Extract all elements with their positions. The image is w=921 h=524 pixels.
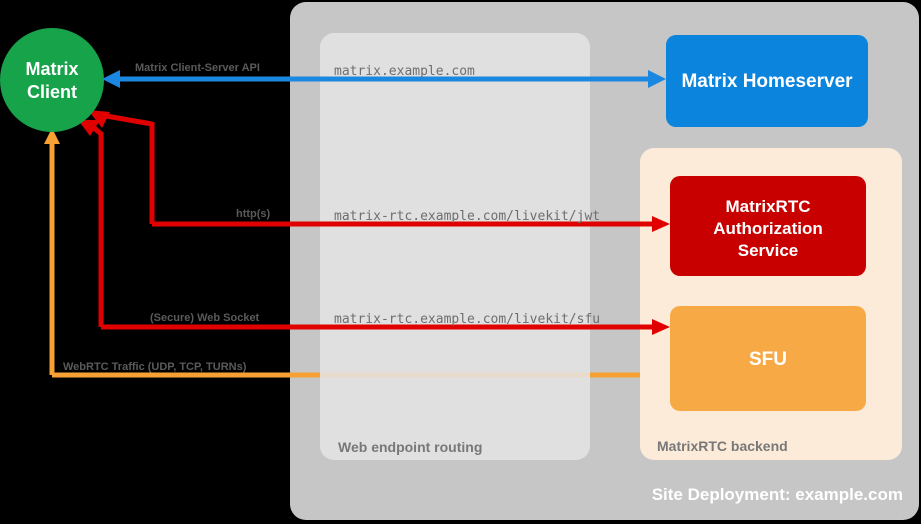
route-label-livekit-sfu: matrix-rtc.example.com/livekit/sfu	[334, 312, 600, 327]
edge-label-web-socket: (Secure) Web Socket	[150, 312, 260, 324]
edge-jwt-http	[88, 110, 670, 232]
edge-label-webrtc-traffic: WebRTC Traffic (UDP, TCP, TURNs)	[63, 361, 247, 373]
auth-service-label-line3: Service	[738, 241, 799, 260]
edge-label-client-server-api: Matrix Client-Server API	[135, 62, 260, 74]
node-sfu[interactable]: SFU	[670, 306, 866, 411]
matrix-client-label-line1: Matrix	[25, 59, 78, 79]
matrix-client-label-line2: Client	[27, 82, 77, 102]
edge-client-server-api	[102, 70, 666, 88]
sfu-label: SFU	[749, 349, 787, 370]
matrix-homeserver-label: Matrix Homeserver	[681, 71, 853, 92]
caption-matrixrtc-backend: MatrixRTC backend	[657, 438, 788, 454]
route-label-livekit-jwt: matrix-rtc.example.com/livekit/jwt	[334, 209, 600, 224]
caption-web-endpoint-routing: Web endpoint routing	[338, 439, 482, 455]
route-label-matrix-example-com: matrix.example.com	[334, 64, 475, 79]
auth-service-label-line2: Authorization	[713, 219, 823, 238]
node-matrixrtc-authorization-service[interactable]: MatrixRTC Authorization Service	[670, 176, 866, 276]
auth-service-label-line1: MatrixRTC	[725, 197, 810, 216]
edge-sfu-websocket	[78, 120, 670, 335]
web-endpoint-routing-panel	[320, 33, 590, 460]
node-matrix-homeserver[interactable]: Matrix Homeserver	[666, 35, 868, 127]
node-matrix-client[interactable]: Matrix Client	[0, 28, 104, 132]
edge-label-http: http(s)	[236, 208, 271, 220]
caption-site-deployment: Site Deployment: example.com	[652, 485, 903, 504]
